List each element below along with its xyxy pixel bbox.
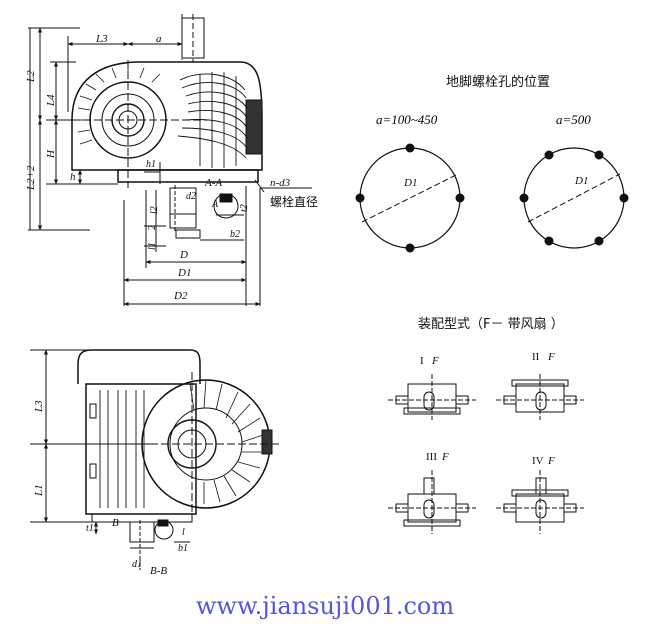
bolt-hole (619, 193, 629, 203)
bottom-reducer-view (30, 349, 280, 570)
dim-bottom-b1: b1 (178, 543, 188, 554)
dim-L2plus2: L2+2 (25, 165, 37, 190)
dim-H: H (45, 150, 57, 158)
dim-l1: l1 (147, 242, 158, 250)
assembly-type-1 (388, 374, 476, 420)
dim-b2: b2 (230, 229, 240, 240)
assembly-1-roman: I (420, 355, 424, 367)
dim-two: 2 (147, 225, 158, 230)
bolt-diameter-label: 螺栓直径 (270, 195, 319, 209)
assembly-4-roman: IV (532, 455, 544, 467)
section-A-marker: A (212, 199, 219, 210)
dim-t2: t2 (239, 204, 250, 212)
base-dimensions (123, 186, 261, 306)
top-reducer-view (28, 14, 312, 231)
dim-D: D (180, 249, 188, 261)
watermark-url[interactable]: www.jiansuji001.com (195, 592, 455, 620)
assembly-title: 装配型式（F－ 带风扇 ） (418, 317, 564, 332)
assembly-type-4 (496, 470, 584, 534)
dim-bottom-L3: L3 (33, 400, 45, 412)
bolt-hole (405, 143, 415, 153)
bolt-hole (594, 236, 604, 246)
right-D1-label: D1 (575, 175, 589, 187)
left-D1-label: D1 (404, 177, 418, 189)
bolt-hole (405, 243, 415, 253)
bolt-hole (455, 193, 465, 203)
dim-L4: L4 (45, 94, 57, 106)
assembly-3-letter: F (442, 451, 449, 463)
section-bb-label: B-B (150, 565, 168, 577)
dim-bottom-l: l (182, 527, 185, 538)
dim-bottom-t1: t1 (86, 523, 94, 534)
dim-L2: L2 (25, 70, 37, 82)
assembly-2-roman: II (532, 351, 540, 363)
bolt-hole (544, 236, 554, 246)
bolt-circle-left (359, 147, 461, 249)
shaft-section-aa (169, 185, 244, 239)
dim-h1: h1 (146, 159, 156, 170)
bolt-hole (544, 150, 554, 160)
assembly-type-2 (496, 374, 584, 420)
assembly-1-letter: F (432, 355, 439, 367)
dim-h: h (70, 171, 76, 183)
bolt-circle-right (523, 147, 625, 249)
bolt-hole (594, 150, 604, 160)
dim-D2: D2 (174, 290, 188, 302)
bolt-holes-left (355, 143, 465, 253)
assembly-2-letter: F (548, 351, 555, 363)
dim-a: a (156, 33, 162, 45)
dim-D1: D1 (178, 267, 192, 279)
assembly-3-roman: III (426, 451, 437, 463)
right-circle-caption: a=500 (556, 112, 591, 127)
bolt-hole (355, 193, 365, 203)
section-aa-label: A-A (205, 177, 223, 189)
left-circle-caption: a=100~450 (376, 112, 438, 127)
dim-d2: d2 (186, 191, 196, 202)
dim-bottom-L1: L1 (33, 484, 45, 496)
dim-l2: l2 (149, 206, 160, 214)
assembly-4-letter: F (548, 455, 555, 467)
dim-nd3: n-d3 (270, 177, 291, 189)
dim-bottom-B: B (112, 517, 119, 529)
bolt-hole (519, 193, 529, 203)
assembly-type-3 (388, 470, 476, 534)
dim-L3: L3 (96, 33, 108, 45)
dim-bottom-d1: d1 (132, 559, 142, 570)
bolt-holes-right (519, 150, 629, 246)
bolt-positions-title: 地脚螺栓孔的位置 (446, 75, 551, 90)
